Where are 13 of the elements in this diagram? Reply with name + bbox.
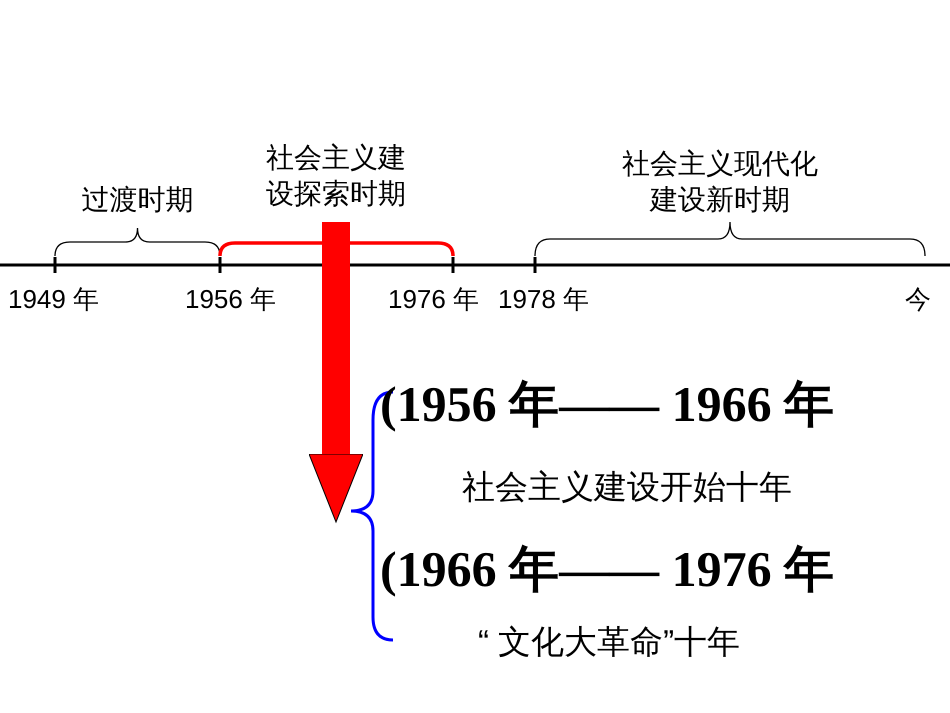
year-label: 1978 年 <box>498 284 590 314</box>
period-description: 社会主义建设开始十年 <box>462 467 792 507</box>
year-label: 今 <box>905 284 931 314</box>
date-range: (1966 年—— 1976 年 <box>380 540 834 598</box>
date-range: (1956 年—— 1966 年 <box>380 375 834 433</box>
period-description: “ 文化大革命”十年 <box>478 622 742 662</box>
year-label: 1949 年 <box>8 284 100 314</box>
year-label: 1956 年 <box>185 284 276 314</box>
block-arrow <box>308 222 364 522</box>
year-label: 1976 年 <box>388 284 480 314</box>
period-label: 社会主义建设探索时期 <box>256 140 416 222</box>
period-label: 社会主义现代化建设新时期 <box>620 146 820 222</box>
period-label: 过渡时期 <box>55 182 220 222</box>
